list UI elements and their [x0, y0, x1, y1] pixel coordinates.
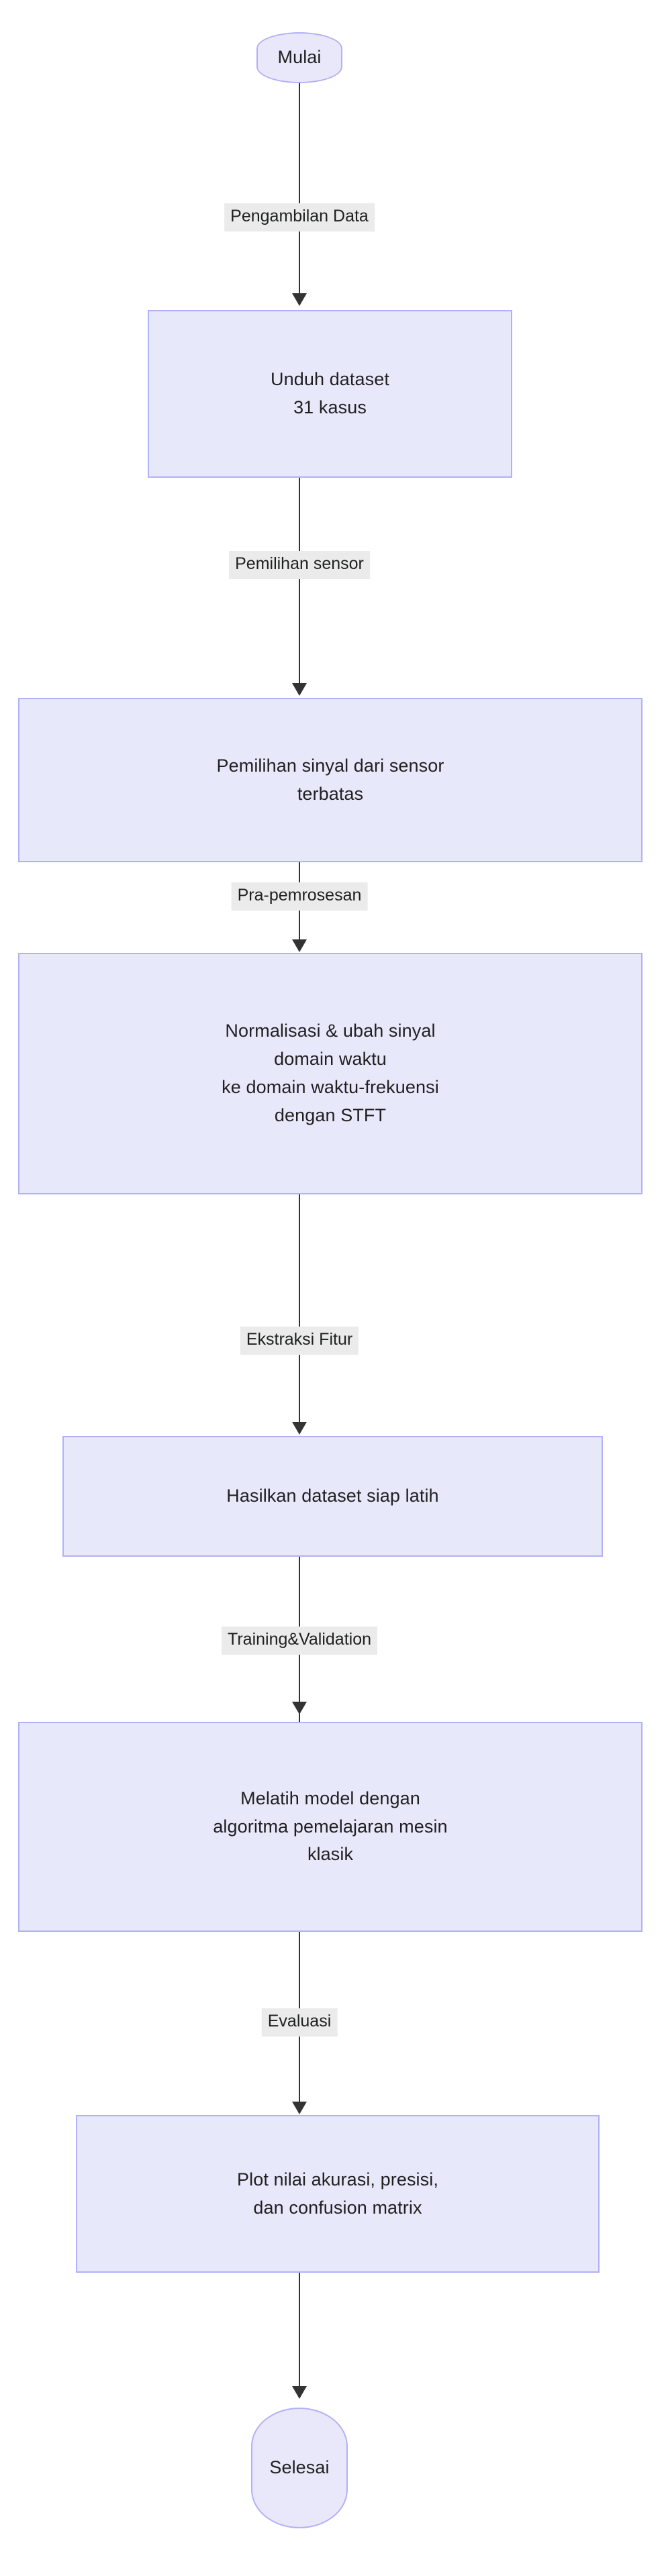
edge-dataset-to-train-arrowhead [292, 1702, 307, 1714]
edge-evaluate-to-end-line [299, 2273, 300, 2387]
edge-start-to-download-arrowhead [292, 293, 307, 306]
edge-preprocess-to-dataset-line [299, 1194, 300, 1423]
edge-preprocess-to-dataset-arrowhead [292, 1422, 307, 1435]
node-sensor-selection[interactable]: Pemilihan sinyal dari sensor terbatas [18, 698, 643, 862]
edge-label-evaluasi: Evaluasi [261, 2008, 338, 2037]
node-preprocessing-label: Normalisasi & ubah sinyal domain waktu k… [222, 1021, 439, 1125]
node-download-dataset-label: Unduh dataset 31 kasus [271, 369, 389, 417]
node-start[interactable]: Mulai [256, 32, 342, 83]
node-evaluate-metrics[interactable]: Plot nilai akurasi, presisi, dan confusi… [76, 2115, 600, 2273]
node-end[interactable]: Selesai [251, 2408, 348, 2528]
edge-sensor-to-preprocess-arrowhead [292, 939, 307, 952]
edge-train-to-evaluate-arrowhead [292, 2102, 307, 2114]
edge-download-to-sensor-line [299, 478, 300, 683]
node-start-label: Mulai [277, 47, 322, 68]
edge-label-pengambilan-data: Pengambilan Data [224, 203, 375, 231]
node-ready-dataset-label: Hasilkan dataset siap latih [226, 1486, 439, 1506]
edge-label-pemilihan-sensor: Pemilihan sensor [229, 551, 370, 579]
edge-start-to-download-line [299, 83, 300, 293]
node-preprocessing[interactable]: Normalisasi & ubah sinyal domain waktu k… [18, 953, 643, 1194]
node-download-dataset[interactable]: Unduh dataset 31 kasus [148, 310, 512, 478]
node-ready-dataset[interactable]: Hasilkan dataset siap latih [62, 1436, 603, 1557]
node-evaluate-metrics-label: Plot nilai akurasi, presisi, dan confusi… [237, 2169, 438, 2218]
edge-label-ekstraksi-fitur: Ekstraksi Fitur [240, 1327, 359, 1355]
node-sensor-selection-label: Pemilihan sinyal dari sensor terbatas [216, 755, 444, 804]
node-end-label: Selesai [269, 2457, 330, 2478]
edge-label-pra-pemrosesan: Pra-pemrosesan [231, 882, 368, 911]
node-train-model-label: Melatih model dengan algoritma pemelajar… [213, 1788, 448, 1865]
edge-label-training-validation: Training&Validation [221, 1627, 378, 1655]
edge-download-to-sensor-arrowhead [292, 683, 307, 696]
edge-evaluate-to-end-arrowhead [292, 2386, 307, 2399]
node-train-model[interactable]: Melatih model dengan algoritma pemelajar… [18, 1722, 643, 1932]
